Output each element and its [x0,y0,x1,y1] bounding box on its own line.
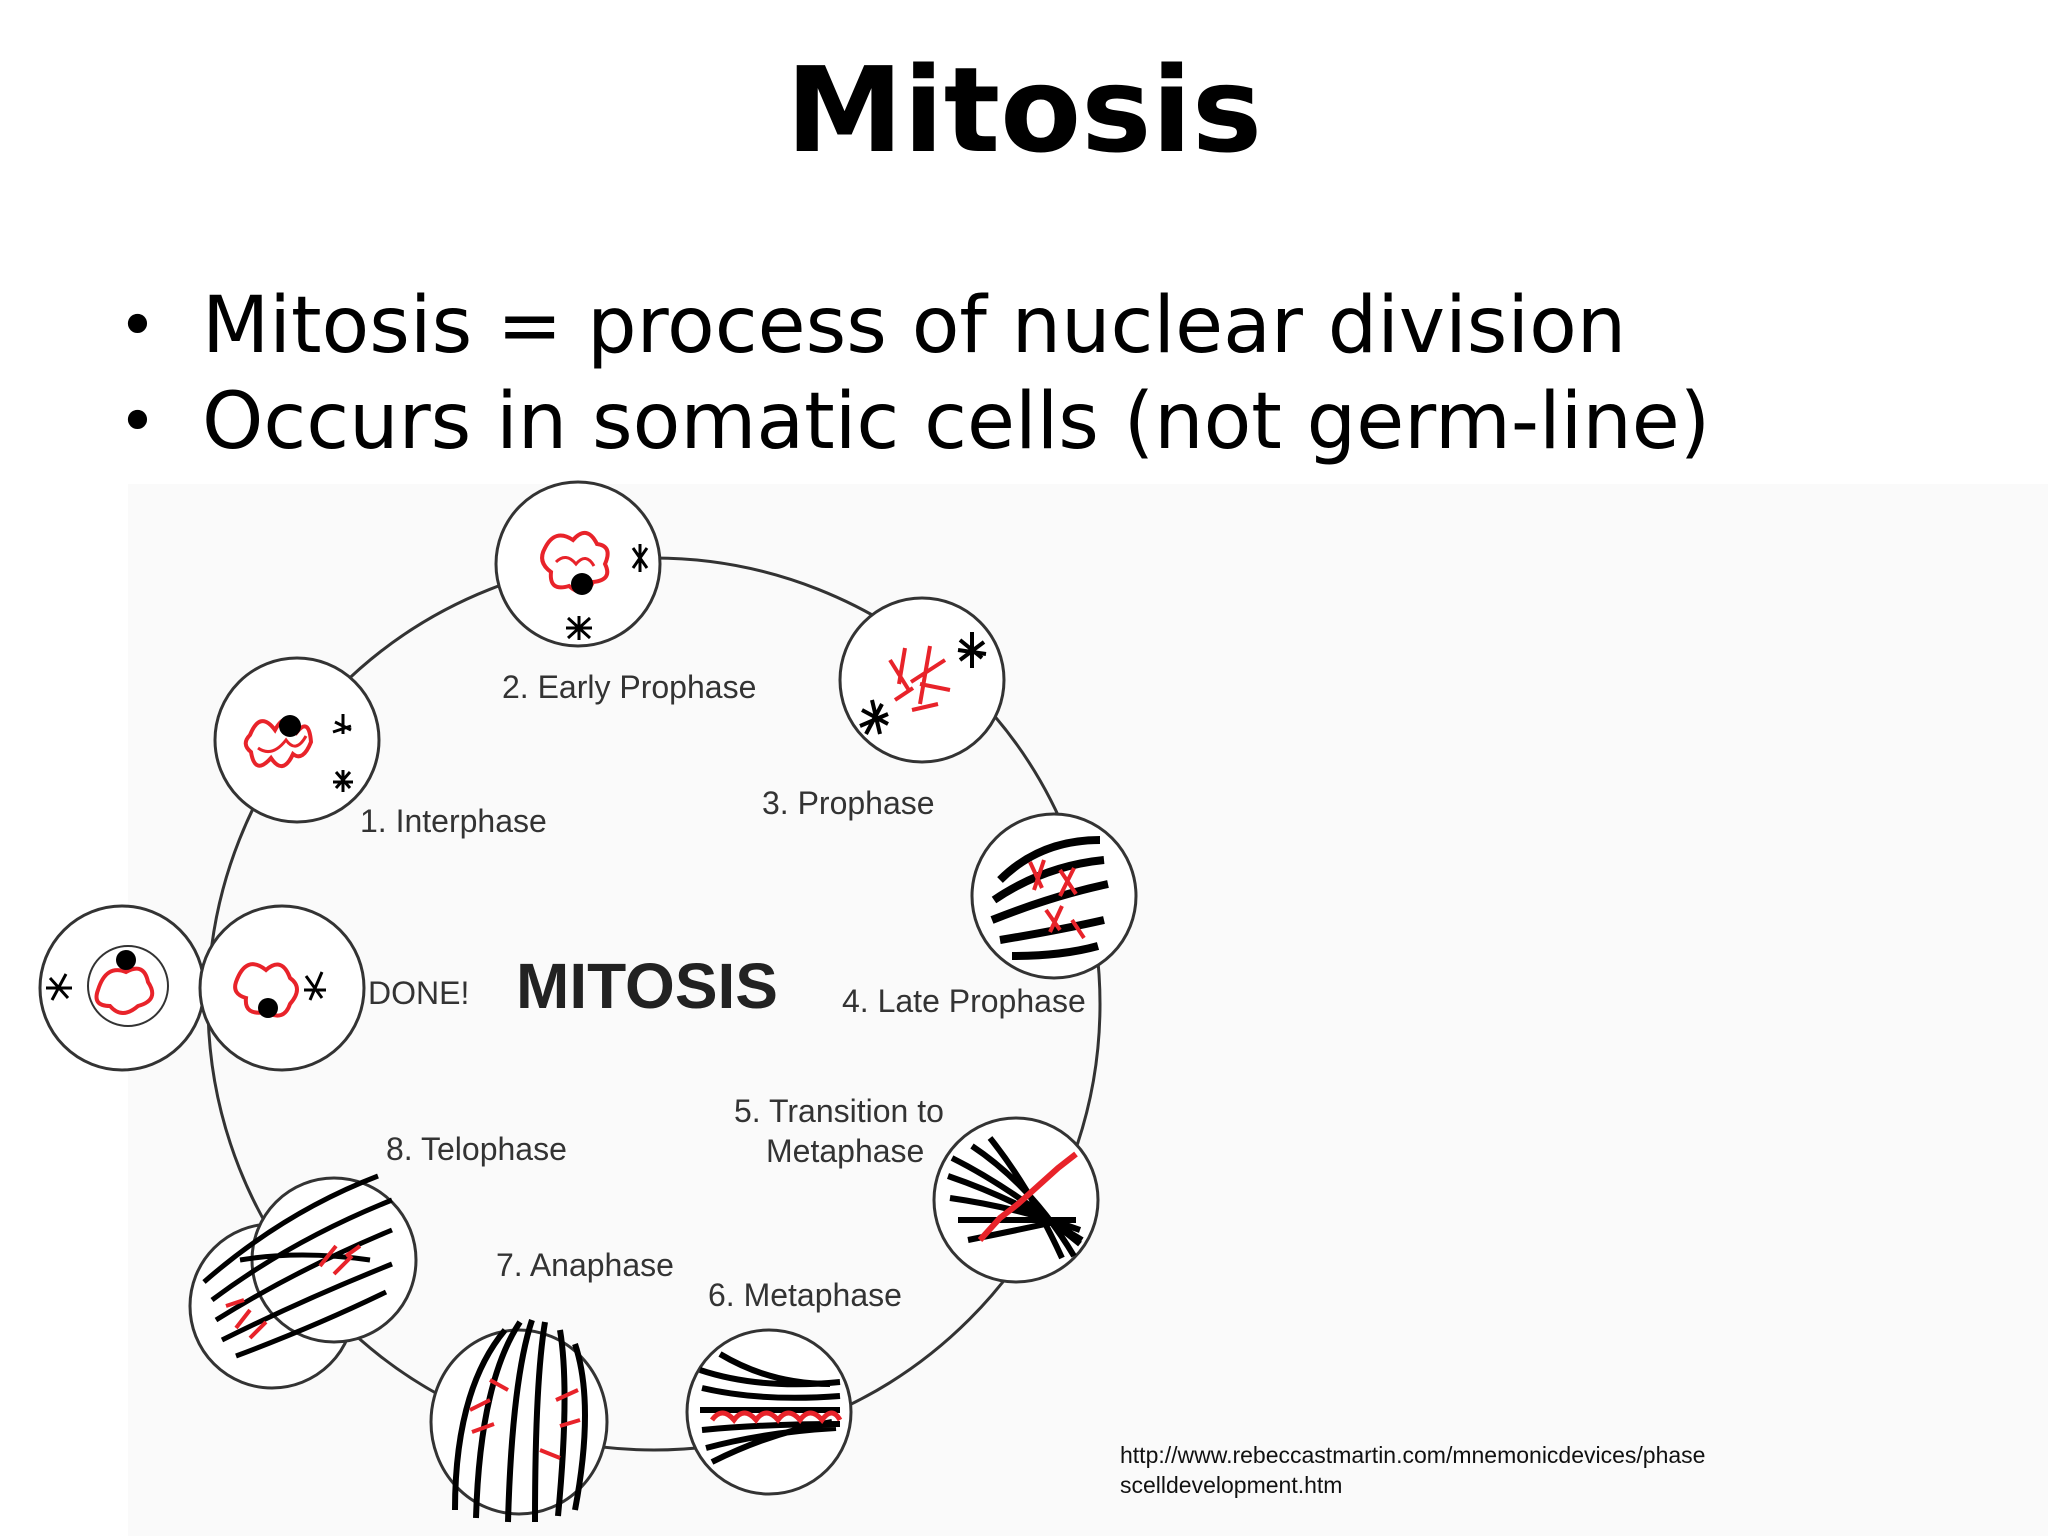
cell-transition-to-metaphase [932,1116,1100,1284]
stage-label-anaphase: 7. Anaphase [496,1247,674,1283]
bullet-item: • Mitosis = process of nuclear division [118,278,1710,374]
stage-label-transition-line2: Metaphase [766,1133,924,1169]
bullet-text: Mitosis = process of nuclear division [202,281,1627,371]
stage-label-interphase: 1. Interphase [360,803,547,839]
cell-metaphase [685,1328,853,1496]
bullet-list: • Mitosis = process of nuclear division •… [118,278,1710,470]
bullet-icon: • [118,383,157,460]
stage-label-transition: 5. Transition to [734,1093,944,1129]
cell-interphase [213,656,381,824]
source-url-line1[interactable]: http://www.rebeccastmartin.com/mnemonicd… [1120,1442,1706,1468]
bullet-text: Occurs in somatic cells (not germ-line) [202,377,1711,467]
cell-anaphase [429,1319,609,1523]
cell-late-prophase [970,812,1138,980]
bullet-item: • Occurs in somatic cells (not germ-line) [118,374,1710,470]
stage-label-early-prophase: 2. Early Prophase [502,669,756,705]
stage-label-metaphase: 6. Metaphase [708,1277,902,1313]
bullet-icon: • [118,287,157,364]
stage-label-done: DONE! [368,975,469,1011]
stage-label-late-prophase: 4. Late Prophase [842,983,1086,1019]
cell-prophase [838,596,1006,764]
source-citation[interactable]: http://www.rebeccastmartin.com/mnemonicd… [1120,1440,1740,1500]
source-url-line2[interactable]: scelldevelopment.htm [1120,1472,1343,1498]
cell-early-prophase [494,480,662,648]
cell-daughter-right [198,904,366,1072]
diagram-background [128,484,2048,1536]
stage-label-telophase: 8. Telophase [386,1131,567,1167]
slide-title: Mitosis [785,41,1263,179]
diagram-center-label: MITOSIS [516,950,778,1022]
cell-daughter-left [38,904,206,1072]
cell-telophase [188,1173,418,1390]
stage-label-prophase: 3. Prophase [762,785,935,821]
